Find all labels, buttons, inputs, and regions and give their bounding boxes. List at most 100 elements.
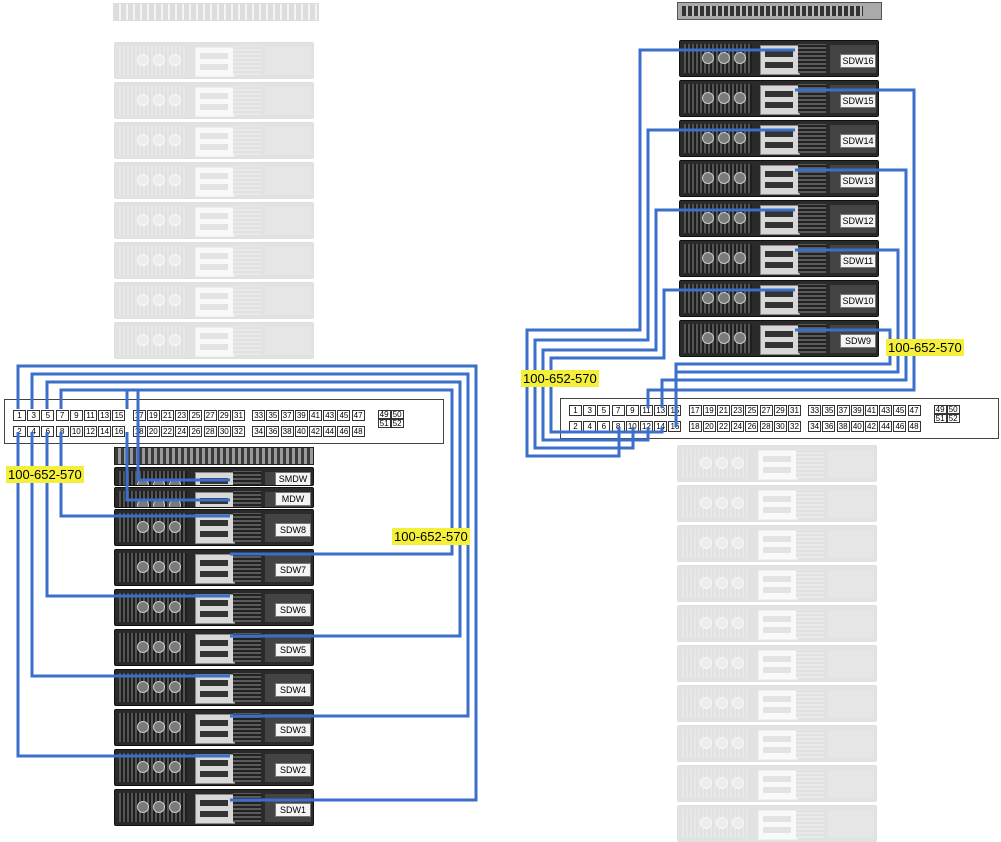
patch-port[interactable]: 13: [98, 410, 112, 421]
patch-port[interactable]: 39: [294, 410, 308, 421]
patch-port[interactable]: 23: [731, 405, 745, 416]
patch-port[interactable]: 5: [597, 405, 611, 416]
patch-port[interactable]: 49: [933, 405, 947, 414]
patch-port[interactable]: 18: [132, 426, 146, 437]
patch-port[interactable]: 44: [323, 426, 337, 437]
patch-port[interactable]: 29: [217, 410, 231, 421]
patch-port[interactable]: 37: [280, 410, 294, 421]
patch-port[interactable]: 16: [668, 421, 682, 432]
patch-port[interactable]: 37: [836, 405, 850, 416]
patch-port[interactable]: 22: [161, 426, 174, 437]
patch-port[interactable]: 8: [55, 426, 69, 437]
patch-port[interactable]: 50: [390, 410, 404, 419]
patch-port[interactable]: 40: [850, 421, 864, 432]
patch-port[interactable]: 16: [112, 426, 126, 437]
patch-port[interactable]: 17: [132, 410, 146, 421]
patch-port[interactable]: 35: [266, 410, 280, 421]
patch-port[interactable]: 4: [27, 426, 41, 437]
patch-port[interactable]: 7: [611, 405, 625, 416]
patch-port[interactable]: 28: [759, 421, 773, 432]
patch-port[interactable]: 48: [351, 426, 365, 437]
patch-port[interactable]: 15: [112, 410, 126, 421]
patch-port[interactable]: 31: [788, 405, 801, 416]
patch-port[interactable]: 9: [625, 405, 639, 416]
patch-port[interactable]: 1: [13, 410, 26, 421]
patch-port[interactable]: 11: [84, 410, 97, 421]
patch-port[interactable]: 28: [203, 426, 217, 437]
patch-port[interactable]: 41: [865, 405, 878, 416]
patch-port[interactable]: 44: [879, 421, 893, 432]
patch-port[interactable]: 12: [84, 426, 97, 437]
patch-port[interactable]: 11: [640, 405, 653, 416]
patch-port[interactable]: 43: [323, 410, 337, 421]
patch-port[interactable]: 7: [55, 410, 69, 421]
patch-port[interactable]: 32: [232, 426, 245, 437]
patch-port[interactable]: 35: [822, 405, 836, 416]
patch-port[interactable]: 30: [217, 426, 231, 437]
patch-port[interactable]: 33: [808, 405, 822, 416]
patch-port[interactable]: 52: [946, 414, 960, 423]
patch-port[interactable]: 8: [611, 421, 625, 432]
patch-port[interactable]: 5: [41, 410, 55, 421]
patch-port[interactable]: 6: [597, 421, 611, 432]
patch-port[interactable]: 13: [654, 405, 668, 416]
patch-port[interactable]: 42: [309, 426, 322, 437]
patch-port[interactable]: 18: [688, 421, 702, 432]
patch-port[interactable]: 19: [702, 405, 716, 416]
patch-port[interactable]: 38: [836, 421, 850, 432]
patch-port[interactable]: 1: [569, 405, 582, 416]
patch-port[interactable]: 33: [252, 410, 266, 421]
patch-port[interactable]: 34: [252, 426, 266, 437]
patch-port[interactable]: 52: [390, 419, 404, 428]
patch-port[interactable]: 36: [822, 421, 836, 432]
patch-port[interactable]: 17: [688, 405, 702, 416]
patch-port[interactable]: 48: [907, 421, 921, 432]
patch-port[interactable]: 4: [583, 421, 597, 432]
patch-port[interactable]: 38: [280, 426, 294, 437]
patch-port[interactable]: 22: [717, 421, 730, 432]
patch-port[interactable]: 45: [337, 410, 351, 421]
patch-port[interactable]: 12: [640, 421, 653, 432]
patch-port[interactable]: 26: [745, 421, 759, 432]
patch-port[interactable]: 19: [146, 410, 160, 421]
patch-port[interactable]: 14: [98, 426, 112, 437]
patch-port[interactable]: 30: [773, 421, 787, 432]
patch-port[interactable]: 24: [175, 426, 189, 437]
patch-port[interactable]: 10: [69, 426, 83, 437]
patch-port[interactable]: 42: [865, 421, 878, 432]
patch-port[interactable]: 14: [654, 421, 668, 432]
patch-port[interactable]: 49: [377, 410, 391, 419]
patch-port[interactable]: 6: [41, 426, 55, 437]
patch-port[interactable]: 50: [946, 405, 960, 414]
patch-port[interactable]: 29: [773, 405, 787, 416]
patch-port[interactable]: 15: [668, 405, 682, 416]
patch-port[interactable]: 36: [266, 426, 280, 437]
patch-port[interactable]: 25: [189, 410, 203, 421]
patch-port[interactable]: 51: [933, 414, 947, 423]
patch-port[interactable]: 27: [759, 405, 773, 416]
patch-port[interactable]: 24: [731, 421, 745, 432]
patch-port[interactable]: 43: [879, 405, 893, 416]
patch-port[interactable]: 21: [717, 405, 730, 416]
patch-port[interactable]: 34: [808, 421, 822, 432]
patch-port[interactable]: 39: [850, 405, 864, 416]
patch-port[interactable]: 32: [788, 421, 801, 432]
patch-port[interactable]: 2: [569, 421, 582, 432]
patch-port[interactable]: 41: [309, 410, 322, 421]
patch-port[interactable]: 46: [893, 421, 907, 432]
patch-port[interactable]: 21: [161, 410, 174, 421]
patch-port[interactable]: 20: [146, 426, 160, 437]
patch-port[interactable]: 51: [377, 419, 391, 428]
patch-port[interactable]: 26: [189, 426, 203, 437]
patch-port[interactable]: 23: [175, 410, 189, 421]
patch-port[interactable]: 9: [69, 410, 83, 421]
patch-port[interactable]: 2: [13, 426, 26, 437]
patch-port[interactable]: 40: [294, 426, 308, 437]
patch-port[interactable]: 27: [203, 410, 217, 421]
patch-port[interactable]: 20: [702, 421, 716, 432]
patch-port[interactable]: 45: [893, 405, 907, 416]
patch-port[interactable]: 3: [27, 410, 41, 421]
patch-port[interactable]: 31: [232, 410, 245, 421]
patch-port[interactable]: 10: [625, 421, 639, 432]
patch-port[interactable]: 47: [907, 405, 921, 416]
